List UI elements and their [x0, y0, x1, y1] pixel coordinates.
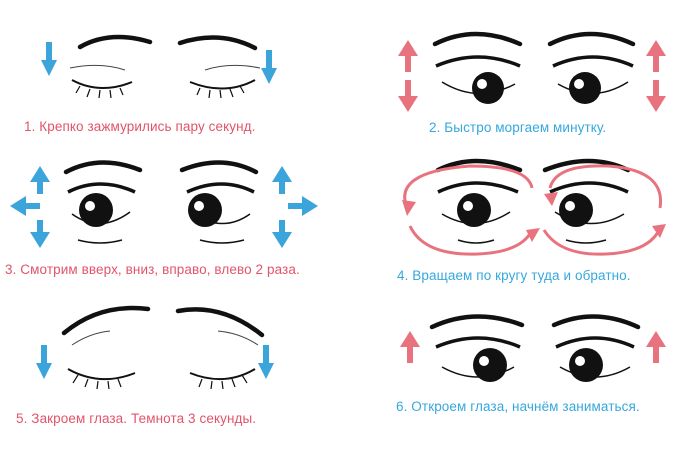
down-arrow-icon: [36, 345, 52, 379]
step-caption: 1. Крепко зажмурились пару секунд.: [24, 119, 256, 134]
step-1-illustration: 1. Крепко зажмурились пару секунд.: [0, 0, 350, 134]
step-caption: 3. Смотрим вверх, вниз, вправо, влево 2 …: [5, 262, 300, 277]
down-arrow-icon: [272, 220, 292, 248]
up-arrow-icon: [400, 331, 420, 363]
closed-eyes-illustration: [41, 34, 277, 99]
circular-arrow-icon: [542, 164, 666, 256]
step-2-illustration: 2. Быстро моргаем минутку.: [350, 0, 700, 135]
open-eyes-illustration: [10, 160, 318, 248]
left-arrow-icon: [10, 196, 40, 216]
right-arrow-icon: [288, 196, 318, 216]
step-caption: 5. Закроем глаза. Темнота 3 секунды.: [16, 411, 257, 426]
up-arrow-icon: [646, 331, 666, 363]
step-4-illustration: 4. Вращаем по кругу туда и обратно.: [350, 148, 700, 283]
down-arrow-icon: [646, 80, 666, 112]
down-arrow-icon: [41, 42, 57, 76]
open-eyes-illustration: [400, 314, 666, 382]
down-arrow-icon: [258, 345, 274, 379]
step-caption: 4. Вращаем по кругу туда и обратно.: [397, 268, 631, 283]
circular-arrow-icon: [402, 164, 540, 256]
up-arrow-icon: [646, 40, 666, 72]
step-3-illustration: 3. Смотрим вверх, вниз, вправо, влево 2 …: [0, 148, 350, 277]
up-arrow-icon: [30, 166, 50, 194]
step-caption: 2. Быстро моргаем минутку.: [429, 120, 607, 135]
open-eyes-illustration: [398, 31, 666, 112]
down-arrow-icon: [30, 220, 50, 248]
down-arrow-icon: [261, 50, 277, 84]
closed-eyes-illustration: [36, 305, 274, 390]
step-5-illustration: 5. Закроем глаза. Темнота 3 секунды.: [0, 295, 350, 426]
down-arrow-icon: [398, 80, 418, 112]
step-caption: 6. Откроем глаза, начнём заниматься.: [396, 399, 640, 414]
up-arrow-icon: [272, 166, 292, 194]
up-arrow-icon: [398, 40, 418, 72]
step-6-illustration: 6. Откроем глаза, начнём заниматься.: [350, 295, 700, 414]
open-eyes-illustration: [402, 158, 666, 256]
